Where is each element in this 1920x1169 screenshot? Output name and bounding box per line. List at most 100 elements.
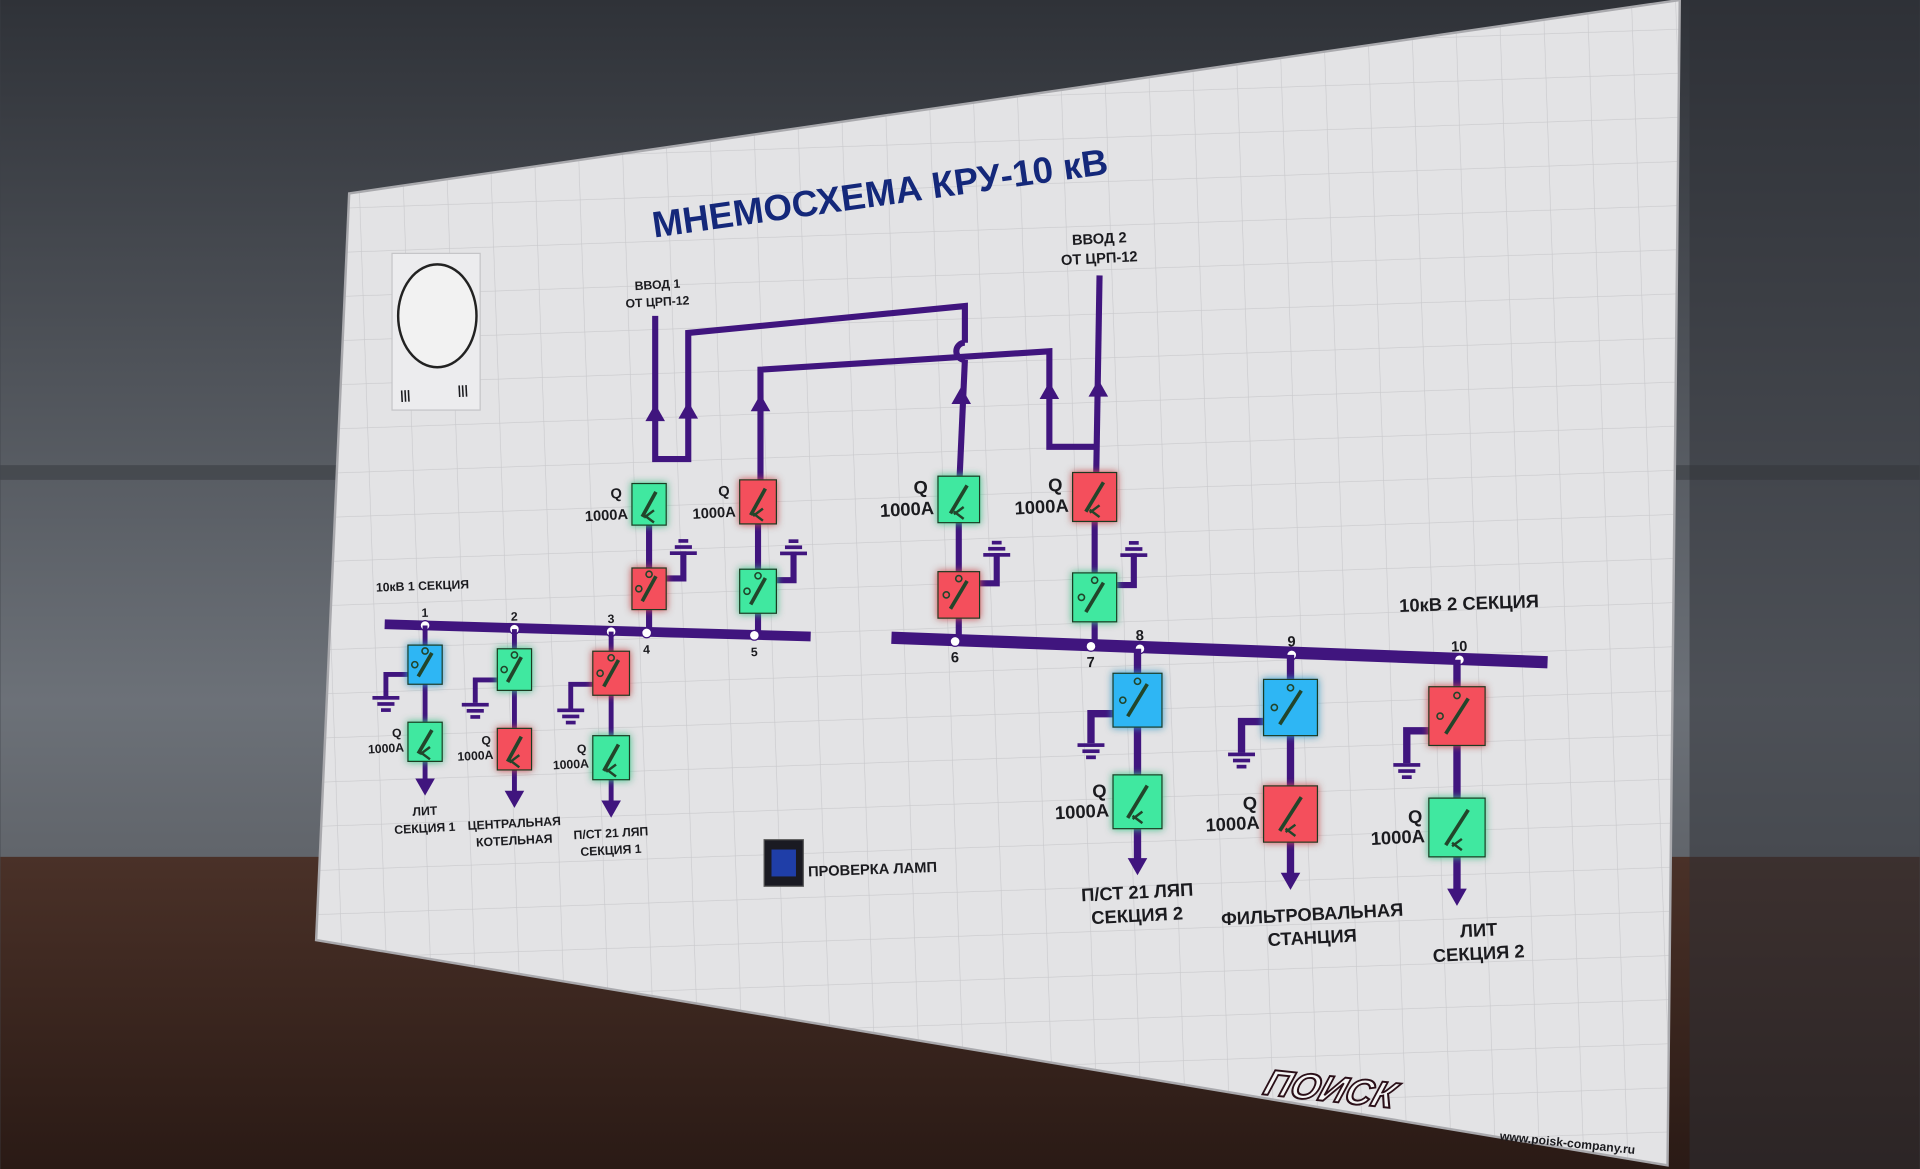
breaker-x-mark-icon — [605, 763, 617, 778]
feeder-5-breaker[interactable] — [1262, 785, 1319, 843]
switch-blade-icon — [749, 577, 767, 606]
breaker-designation: Q — [392, 726, 402, 740]
breaker-designation: Q — [913, 476, 928, 498]
feeder-4-breaker[interactable] — [1112, 774, 1163, 830]
feeder-1-breaker[interactable] — [407, 721, 443, 762]
switch-blade-icon — [640, 490, 658, 518]
incomer-2-breaker[interactable] — [739, 479, 777, 525]
arrow-icon — [750, 394, 771, 412]
bus-node-number: 10 — [1451, 639, 1468, 656]
switch-blade-icon — [749, 487, 767, 516]
button-cap — [771, 849, 796, 877]
feeder-name: П/СТ 21 ЛЯП — [573, 824, 648, 842]
ground-line — [1087, 709, 1123, 744]
breaker-rating: 1000А — [1054, 799, 1109, 823]
ground-line — [472, 677, 505, 703]
input-1-source: ОТ ЦРП-12 — [625, 293, 690, 310]
incomer-4-breaker[interactable] — [1072, 471, 1118, 523]
breaker-rating: 1000А — [1205, 812, 1260, 836]
lamp-test-button[interactable] — [763, 839, 804, 887]
breaker-designation: Q — [1408, 806, 1423, 828]
incomer-1-disconnector[interactable] — [631, 567, 667, 611]
gauge-dial-icon — [396, 263, 478, 369]
incomer-2-disconnector[interactable] — [739, 568, 777, 614]
blue-indicator-lamp — [1262, 678, 1319, 737]
green-indicator-lamp — [496, 648, 533, 691]
ground-line — [1116, 553, 1137, 589]
input-1-line — [652, 302, 968, 463]
feeder-6-breaker[interactable] — [1428, 797, 1486, 858]
feeder-name-line2: СТАНЦИЯ — [1267, 924, 1357, 950]
breaker-rating: 1000А — [1370, 825, 1425, 849]
breaker-designation: Q — [481, 733, 491, 747]
contact-icon — [1118, 696, 1127, 705]
feeder-2-breaker[interactable] — [496, 727, 533, 771]
feeder-3-disconnector[interactable] — [592, 650, 631, 696]
breaker-rating: 1000А — [553, 757, 590, 773]
switch-blade-icon — [640, 575, 658, 603]
contact-icon — [596, 669, 604, 678]
breaker-rating: 1000А — [1014, 495, 1069, 519]
switch-blade-icon — [602, 659, 621, 688]
switch-blade-icon — [602, 743, 621, 772]
bus-node-number: 1 — [421, 606, 428, 620]
breaker-x-mark-icon — [1089, 504, 1101, 519]
contact-icon — [743, 587, 751, 596]
feeder-name-line2: СЕКЦИЯ 1 — [394, 820, 456, 837]
bus-node-number: 9 — [1287, 634, 1296, 650]
incomer-3-disconnector[interactable] — [937, 571, 981, 619]
feeder-name: ЦЕНТРАЛЬНАЯ — [467, 814, 561, 833]
contact-icon — [1077, 593, 1086, 602]
breaker-x-mark-icon — [752, 507, 764, 522]
switch-blade-icon — [948, 484, 969, 515]
incomer-4-disconnector[interactable] — [1072, 572, 1118, 623]
tie-line-2 — [757, 348, 1096, 502]
ground-icon — [1393, 763, 1421, 780]
bus-node-7 — [1085, 640, 1097, 652]
contact-icon — [1286, 683, 1295, 692]
feeder-2-disconnector[interactable] — [496, 648, 533, 691]
switch-blade-icon — [1444, 808, 1470, 847]
ground-line — [568, 681, 601, 709]
contact-icon — [510, 651, 519, 659]
contact-icon — [410, 660, 419, 669]
incomer-3-breaker[interactable] — [937, 475, 981, 524]
breaker-x-mark-icon — [1451, 837, 1463, 852]
switch-blade-icon — [416, 729, 434, 755]
ground-icon — [372, 696, 400, 712]
breaker-designation: Q — [577, 742, 587, 756]
bus-node-number: 4 — [643, 643, 650, 657]
switch-blade-icon — [1126, 784, 1149, 819]
feeder-5-disconnector[interactable] — [1262, 678, 1319, 737]
feeder-6-disconnector[interactable] — [1428, 686, 1486, 747]
bus-node-number: 2 — [511, 609, 518, 623]
lamp-test-label: ПРОВЕРКА ЛАМП — [808, 860, 937, 880]
switch-blade-icon — [1444, 697, 1470, 735]
breaker-x-mark-icon — [953, 505, 965, 520]
contact-icon — [1436, 712, 1444, 720]
feeder-3-breaker[interactable] — [592, 735, 631, 781]
switch-blade-icon — [505, 735, 523, 763]
ground-icon — [1077, 743, 1105, 760]
breaker-rating: 1000А — [584, 507, 628, 525]
bus-node-6 — [949, 635, 961, 647]
contact-icon — [1453, 691, 1461, 700]
breaker-x-mark-icon — [1131, 810, 1144, 825]
contact-icon — [645, 570, 653, 579]
feeder-4-disconnector[interactable] — [1112, 672, 1163, 728]
breaker-rating: 1000А — [368, 741, 405, 757]
breaker-rating: 1000А — [879, 497, 934, 521]
feeder-name-line2: СЕКЦИЯ 2 — [1432, 940, 1525, 966]
feeder-1-disconnector[interactable] — [407, 644, 443, 685]
feeder-name-line2: СЕКЦИЯ 1 — [580, 842, 642, 859]
switch-blade-icon — [1084, 581, 1106, 613]
feeder-name-line2: СЕКЦИЯ 2 — [1091, 902, 1184, 928]
bus-node-5 — [748, 629, 760, 641]
breaker-designation: Q — [610, 486, 622, 503]
feeder-arrow-icon — [415, 778, 435, 796]
ground-icon — [461, 702, 489, 719]
ground-icon — [780, 539, 807, 556]
incomer-1-breaker[interactable] — [631, 482, 667, 526]
breaker-designation: Q — [718, 484, 730, 501]
bus-node-number: 7 — [1086, 655, 1095, 671]
